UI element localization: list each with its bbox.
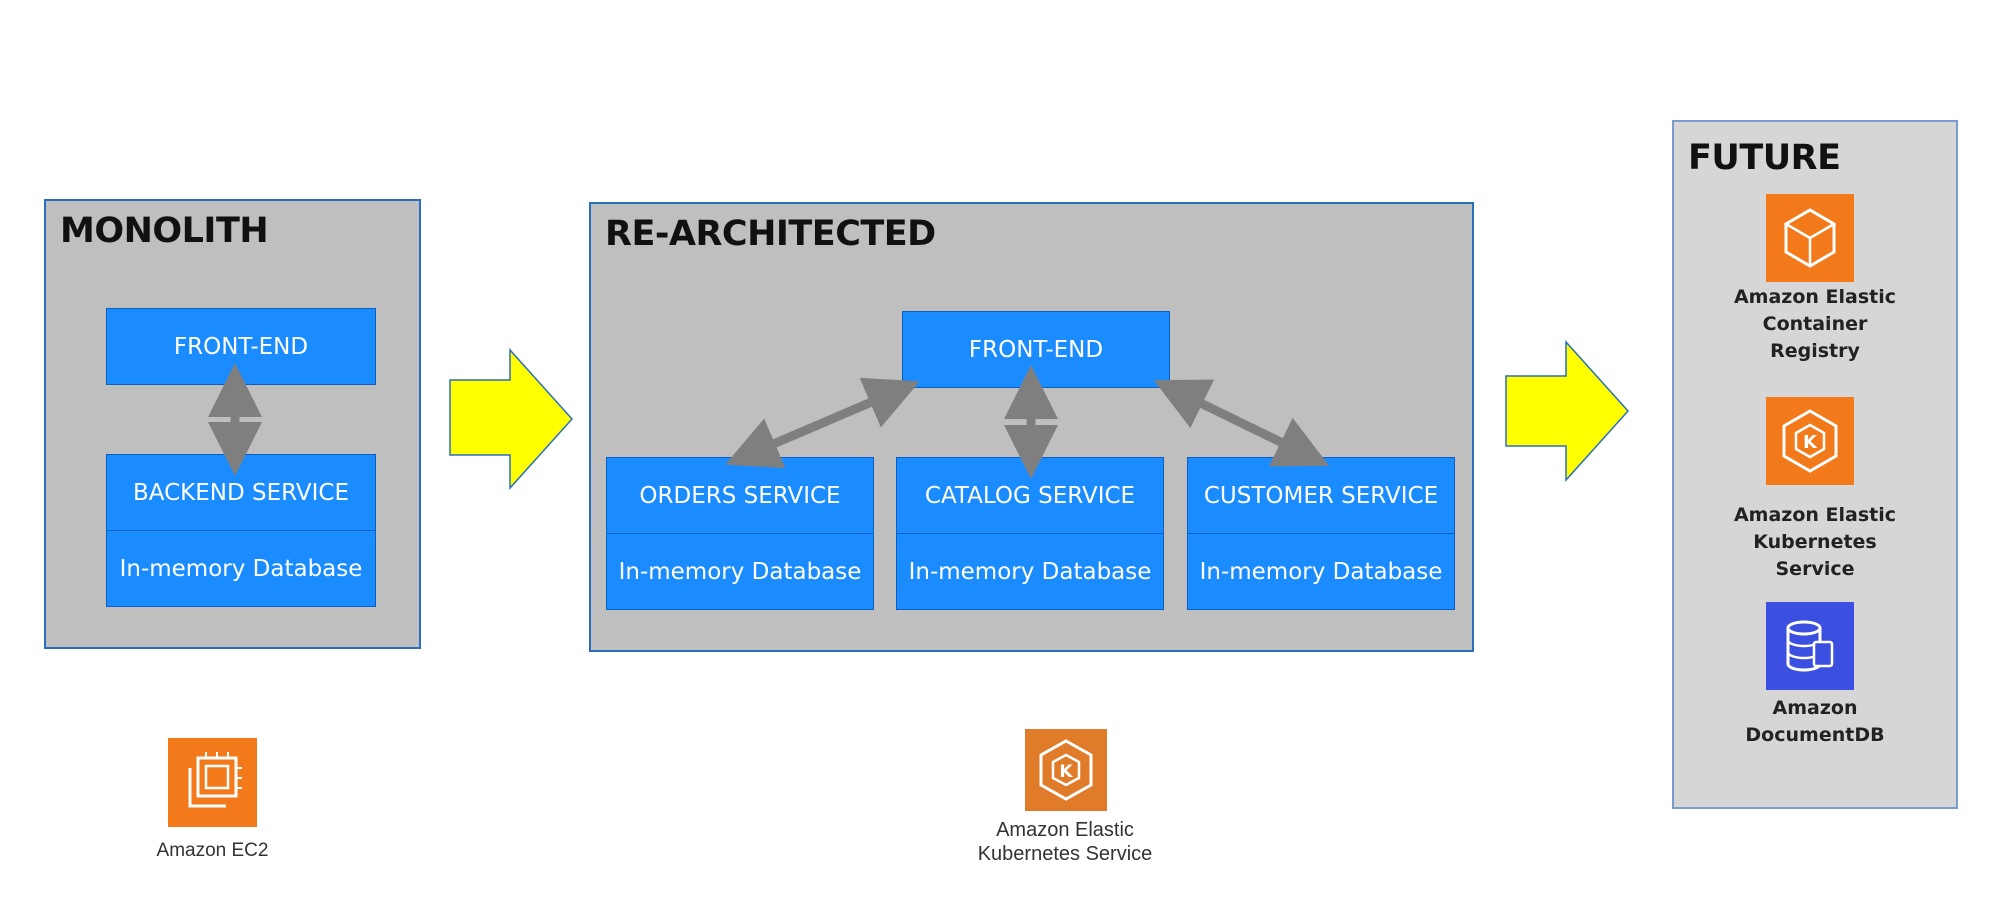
future-title: FUTURE — [1688, 138, 1841, 178]
kubernetes-service-icon: K — [1766, 397, 1854, 485]
catalog-database-box: In-memory Database — [896, 533, 1164, 610]
rearchitected-title: RE-ARCHITECTED — [605, 214, 936, 254]
ec2-caption: Amazon EC2 — [156, 840, 269, 861]
orders-database-box: In-memory Database — [606, 533, 874, 610]
kubernetes-service-caption-line1: Amazon Elastic Kubernetes — [1733, 504, 1897, 553]
orders-service-box: ORDERS SERVICE — [606, 457, 874, 534]
documentdb-caption-line1: Amazon — [1772, 697, 1858, 719]
container-registry-caption-line1: Amazon Elastic Container — [1733, 286, 1897, 335]
svg-text:K: K — [1059, 762, 1073, 782]
frontend-customer-connector — [1153, 379, 1330, 467]
monolith-backend-box: BACKEND SERVICE — [106, 454, 376, 531]
frontend-orders-connector — [725, 377, 920, 469]
eks-icon: K — [1025, 729, 1107, 811]
customer-service-box: CUSTOMER SERVICE — [1187, 457, 1455, 534]
rearchitected-frontend-box: FRONT-END — [902, 311, 1170, 388]
documentdb-caption: Amazon DocumentDB — [1680, 695, 1950, 749]
kubernetes-service-caption: Amazon Elastic Kubernetes Service — [1680, 502, 1950, 583]
documentdb-caption-line2: DocumentDB — [1745, 724, 1885, 746]
transition-arrow-1 — [449, 348, 574, 490]
container-registry-icon — [1766, 194, 1854, 282]
documentdb-icon — [1766, 602, 1854, 690]
monolith-database-box: In-memory Database — [106, 530, 376, 607]
eks-caption-line1: Amazon Elastic — [996, 819, 1134, 841]
eks-caption-line2: Kubernetes Service — [977, 843, 1153, 865]
transition-arrow-2 — [1505, 340, 1630, 482]
eks-caption: Amazon Elastic Kubernetes Service — [940, 818, 1190, 866]
svg-text:K: K — [1803, 432, 1818, 453]
container-registry-caption-line2: Registry — [1770, 340, 1860, 362]
container-registry-caption: Amazon Elastic Container Registry — [1680, 284, 1950, 365]
kubernetes-service-caption-line2: Service — [1775, 558, 1855, 580]
customer-database-box: In-memory Database — [1187, 533, 1455, 610]
ec2-icon — [168, 738, 257, 827]
monolith-title: MONOLITH — [60, 211, 269, 251]
